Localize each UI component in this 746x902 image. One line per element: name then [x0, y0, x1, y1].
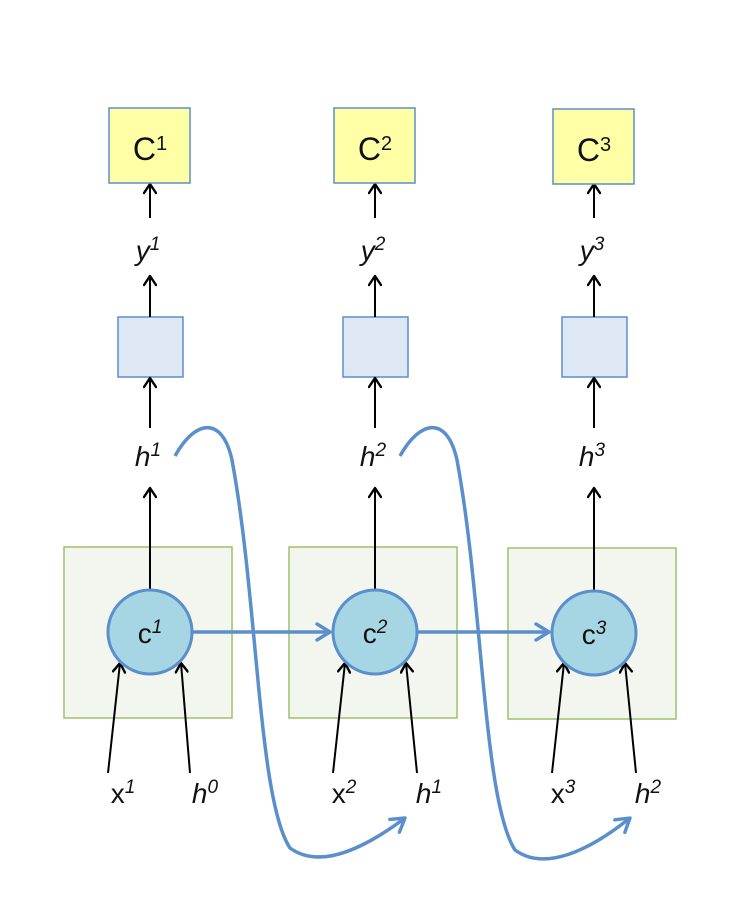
- output-sup: 3: [600, 134, 611, 156]
- y-label: y1: [134, 234, 161, 266]
- y-base: y: [578, 235, 596, 266]
- cell-label: c1: [138, 617, 163, 649]
- y-base: y: [134, 235, 152, 266]
- arrow-x-to-cell: [332, 663, 345, 774]
- y-sup: 3: [594, 234, 605, 255]
- arrow-x-to-cell: [107, 663, 120, 774]
- cell-base: c: [582, 619, 596, 650]
- h-input-label: h1: [416, 777, 442, 809]
- h-in-base: h: [192, 778, 208, 809]
- curve-arrow-h1-to-next-input: [173, 426, 407, 859]
- output-base: C: [358, 131, 381, 167]
- hidden-box: [342, 316, 409, 378]
- y-label: y3: [578, 234, 605, 266]
- column-1: C1 y1 h1 c1 x1 h0: [63, 107, 233, 809]
- h-sup: 2: [375, 440, 387, 461]
- x-input-label: x2: [332, 777, 357, 809]
- h-in-base: h: [416, 778, 432, 809]
- output-label: C3: [577, 132, 611, 168]
- y-sup: 1: [150, 234, 161, 255]
- h-base: h: [135, 441, 151, 472]
- output-base: C: [133, 131, 156, 167]
- h-base: h: [360, 441, 376, 472]
- column-2: C2 y2 h2 c2 x2 h1: [288, 107, 458, 809]
- x-base: x: [111, 778, 125, 809]
- hidden-box: [561, 316, 628, 378]
- h-label: h3: [579, 440, 606, 472]
- x-sup: 1: [125, 777, 136, 798]
- cell-sup: 2: [376, 617, 388, 638]
- h-sup: 1: [151, 440, 162, 461]
- curve-arrow-h2-to-next-input: [398, 426, 632, 861]
- cell-base: c: [138, 618, 152, 649]
- h-base: h: [579, 441, 595, 472]
- output-box: [333, 107, 416, 184]
- y-base: y: [359, 235, 377, 266]
- output-base: C: [577, 132, 600, 168]
- x-input-label: x3: [551, 777, 576, 809]
- x-base: x: [551, 778, 565, 809]
- h-label: h1: [135, 440, 161, 472]
- x-input-label: x1: [111, 777, 136, 809]
- h-input-label: h0: [192, 777, 219, 809]
- cell-label: c2: [363, 617, 388, 649]
- cell-label: c3: [582, 618, 607, 650]
- h-in-base: h: [635, 778, 651, 809]
- arrow-h-to-cell: [181, 663, 191, 774]
- arrow-h-to-cell: [625, 663, 637, 774]
- h-sup: 3: [595, 440, 606, 461]
- y-label: y2: [359, 234, 386, 266]
- arrow-x-to-cell: [551, 663, 564, 774]
- h-in-sup: 1: [432, 777, 443, 798]
- cell-circle: [550, 589, 638, 677]
- x-sup: 3: [565, 777, 576, 798]
- cell-base: c: [363, 618, 377, 649]
- arrow-h-to-cell: [406, 663, 418, 774]
- y-sup: 2: [374, 234, 386, 255]
- h-in-sup: 0: [208, 777, 219, 798]
- x-base: x: [332, 778, 346, 809]
- column-3: C3 y3 h3 c3 x3 h2: [507, 108, 677, 809]
- h-label: h2: [360, 440, 387, 472]
- output-sup: 1: [156, 133, 167, 155]
- output-box: [108, 107, 191, 184]
- cell-sup: 1: [152, 617, 163, 638]
- output-box: [552, 108, 635, 185]
- hidden-box: [117, 316, 184, 378]
- output-label: C1: [133, 131, 167, 167]
- output-sup: 2: [381, 133, 392, 155]
- h-input-label: h2: [635, 777, 662, 809]
- output-label: C2: [358, 131, 392, 167]
- cell-sup: 3: [596, 618, 607, 639]
- x-sup: 2: [345, 777, 357, 798]
- h-in-sup: 2: [650, 777, 662, 798]
